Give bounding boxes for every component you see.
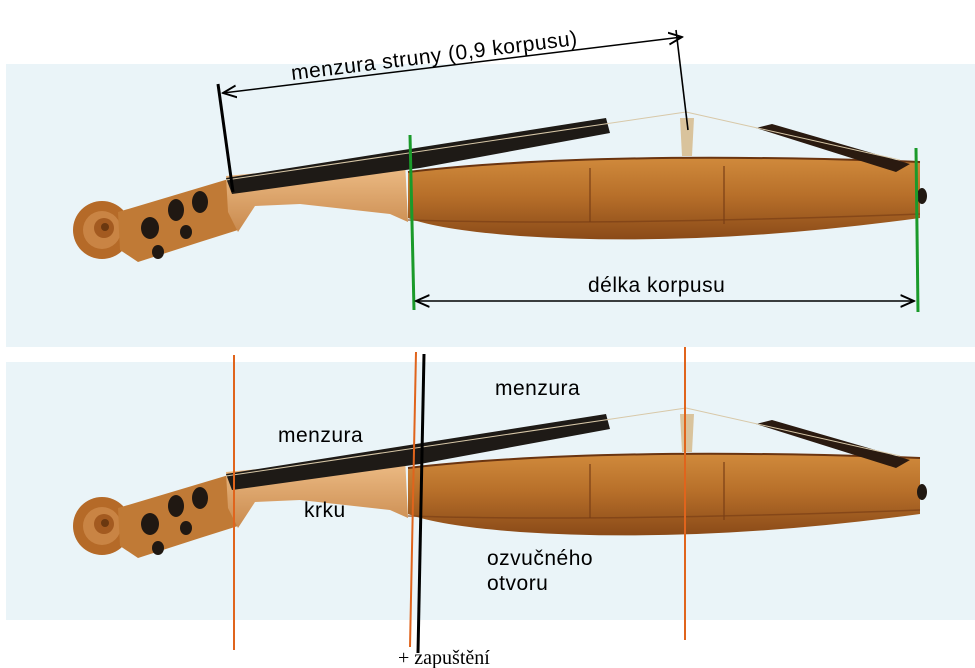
body-end-marker [916, 148, 918, 312]
neck-scale-label-line2: krku [304, 499, 346, 522]
soundhole-label-line2: otvoru [487, 572, 548, 595]
neck-scale-label-line1: menzura [278, 424, 363, 447]
soundhole-label-line1: ozvučného [487, 547, 593, 570]
inset-label: + zapuštění [398, 647, 490, 668]
body-length-label: délka korpusu [588, 274, 725, 297]
scale-label: menzura [495, 377, 580, 400]
